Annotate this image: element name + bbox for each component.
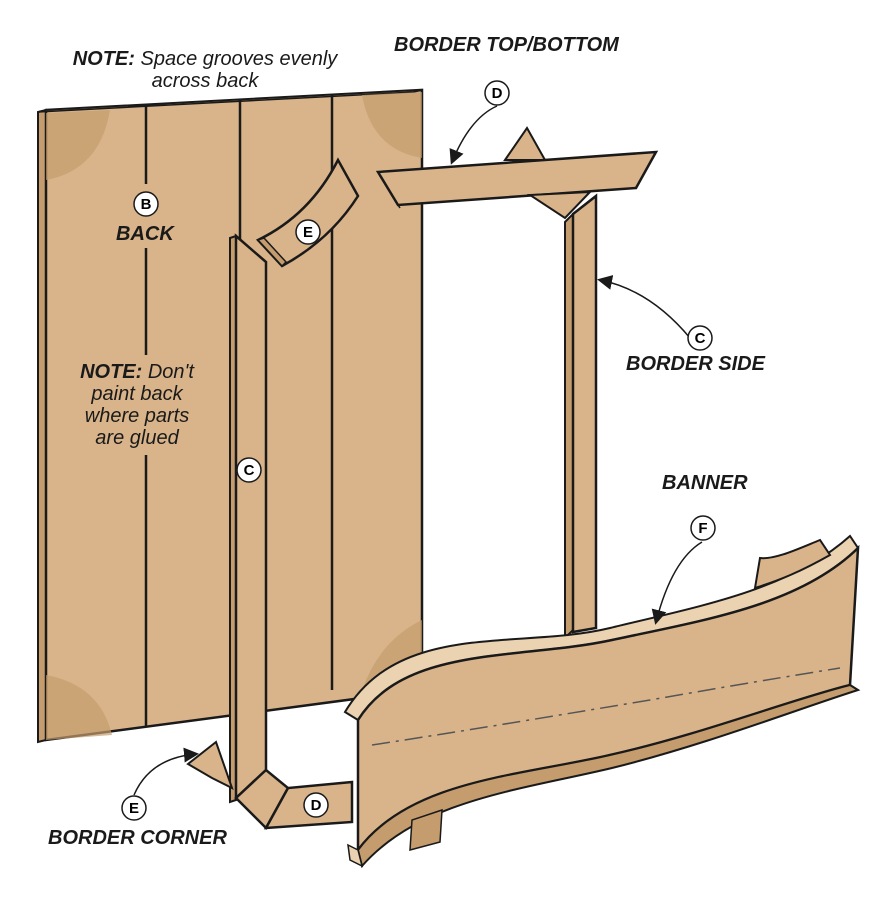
callout-e-lower: E: [121, 795, 147, 821]
note-grooves-prefix: NOTE:: [72, 48, 135, 70]
banner: [343, 534, 861, 869]
label-border-side: BORDER SIDE: [626, 353, 765, 375]
note-paint-line2: paint back: [91, 383, 183, 405]
label-border-corner: BORDER CORNER: [48, 827, 227, 849]
back-panel: [37, 88, 424, 744]
callout-b-text: B: [141, 196, 152, 213]
callout-c-right-text: C: [695, 330, 706, 347]
callout-d-top: D: [484, 80, 510, 106]
callout-f-text: F: [698, 520, 707, 537]
callout-e-upper-text: E: [303, 224, 313, 241]
label-banner: BANNER: [662, 472, 748, 494]
callout-c-left-text: C: [244, 462, 255, 479]
callout-c-left: C: [236, 457, 262, 483]
callout-b: B: [133, 191, 159, 217]
border-side-left: [229, 233, 268, 804]
callout-d-bottom: D: [303, 792, 329, 818]
callout-f: F: [690, 515, 716, 541]
note-grooves-line1: Space grooves evenly: [140, 48, 338, 70]
note-paint-prefix: NOTE:: [80, 361, 143, 383]
note-paint-line3: where parts: [84, 405, 190, 427]
border-top: [375, 126, 659, 220]
border-corner-upper: [255, 157, 360, 268]
note-grooves: NOTE: Space grooves evenly across back: [60, 48, 350, 92]
callout-e-lower-text: E: [129, 800, 139, 817]
callout-d-bottom-text: D: [311, 797, 322, 814]
label-border-top-bottom: BORDER TOP/BOTTOM: [394, 34, 619, 56]
note-paint-line4: are glued: [95, 427, 179, 449]
note-grooves-line2: across back: [151, 70, 259, 92]
note-paint-line1: Don't: [147, 361, 194, 383]
label-back: BACK: [116, 223, 174, 245]
border-side-right: [564, 193, 598, 641]
note-paint: NOTE: Don't paint back where parts are g…: [62, 361, 212, 449]
callout-e-upper: E: [295, 219, 321, 245]
callout-d-top-text: D: [492, 85, 503, 102]
callout-c-right: C: [687, 325, 713, 351]
